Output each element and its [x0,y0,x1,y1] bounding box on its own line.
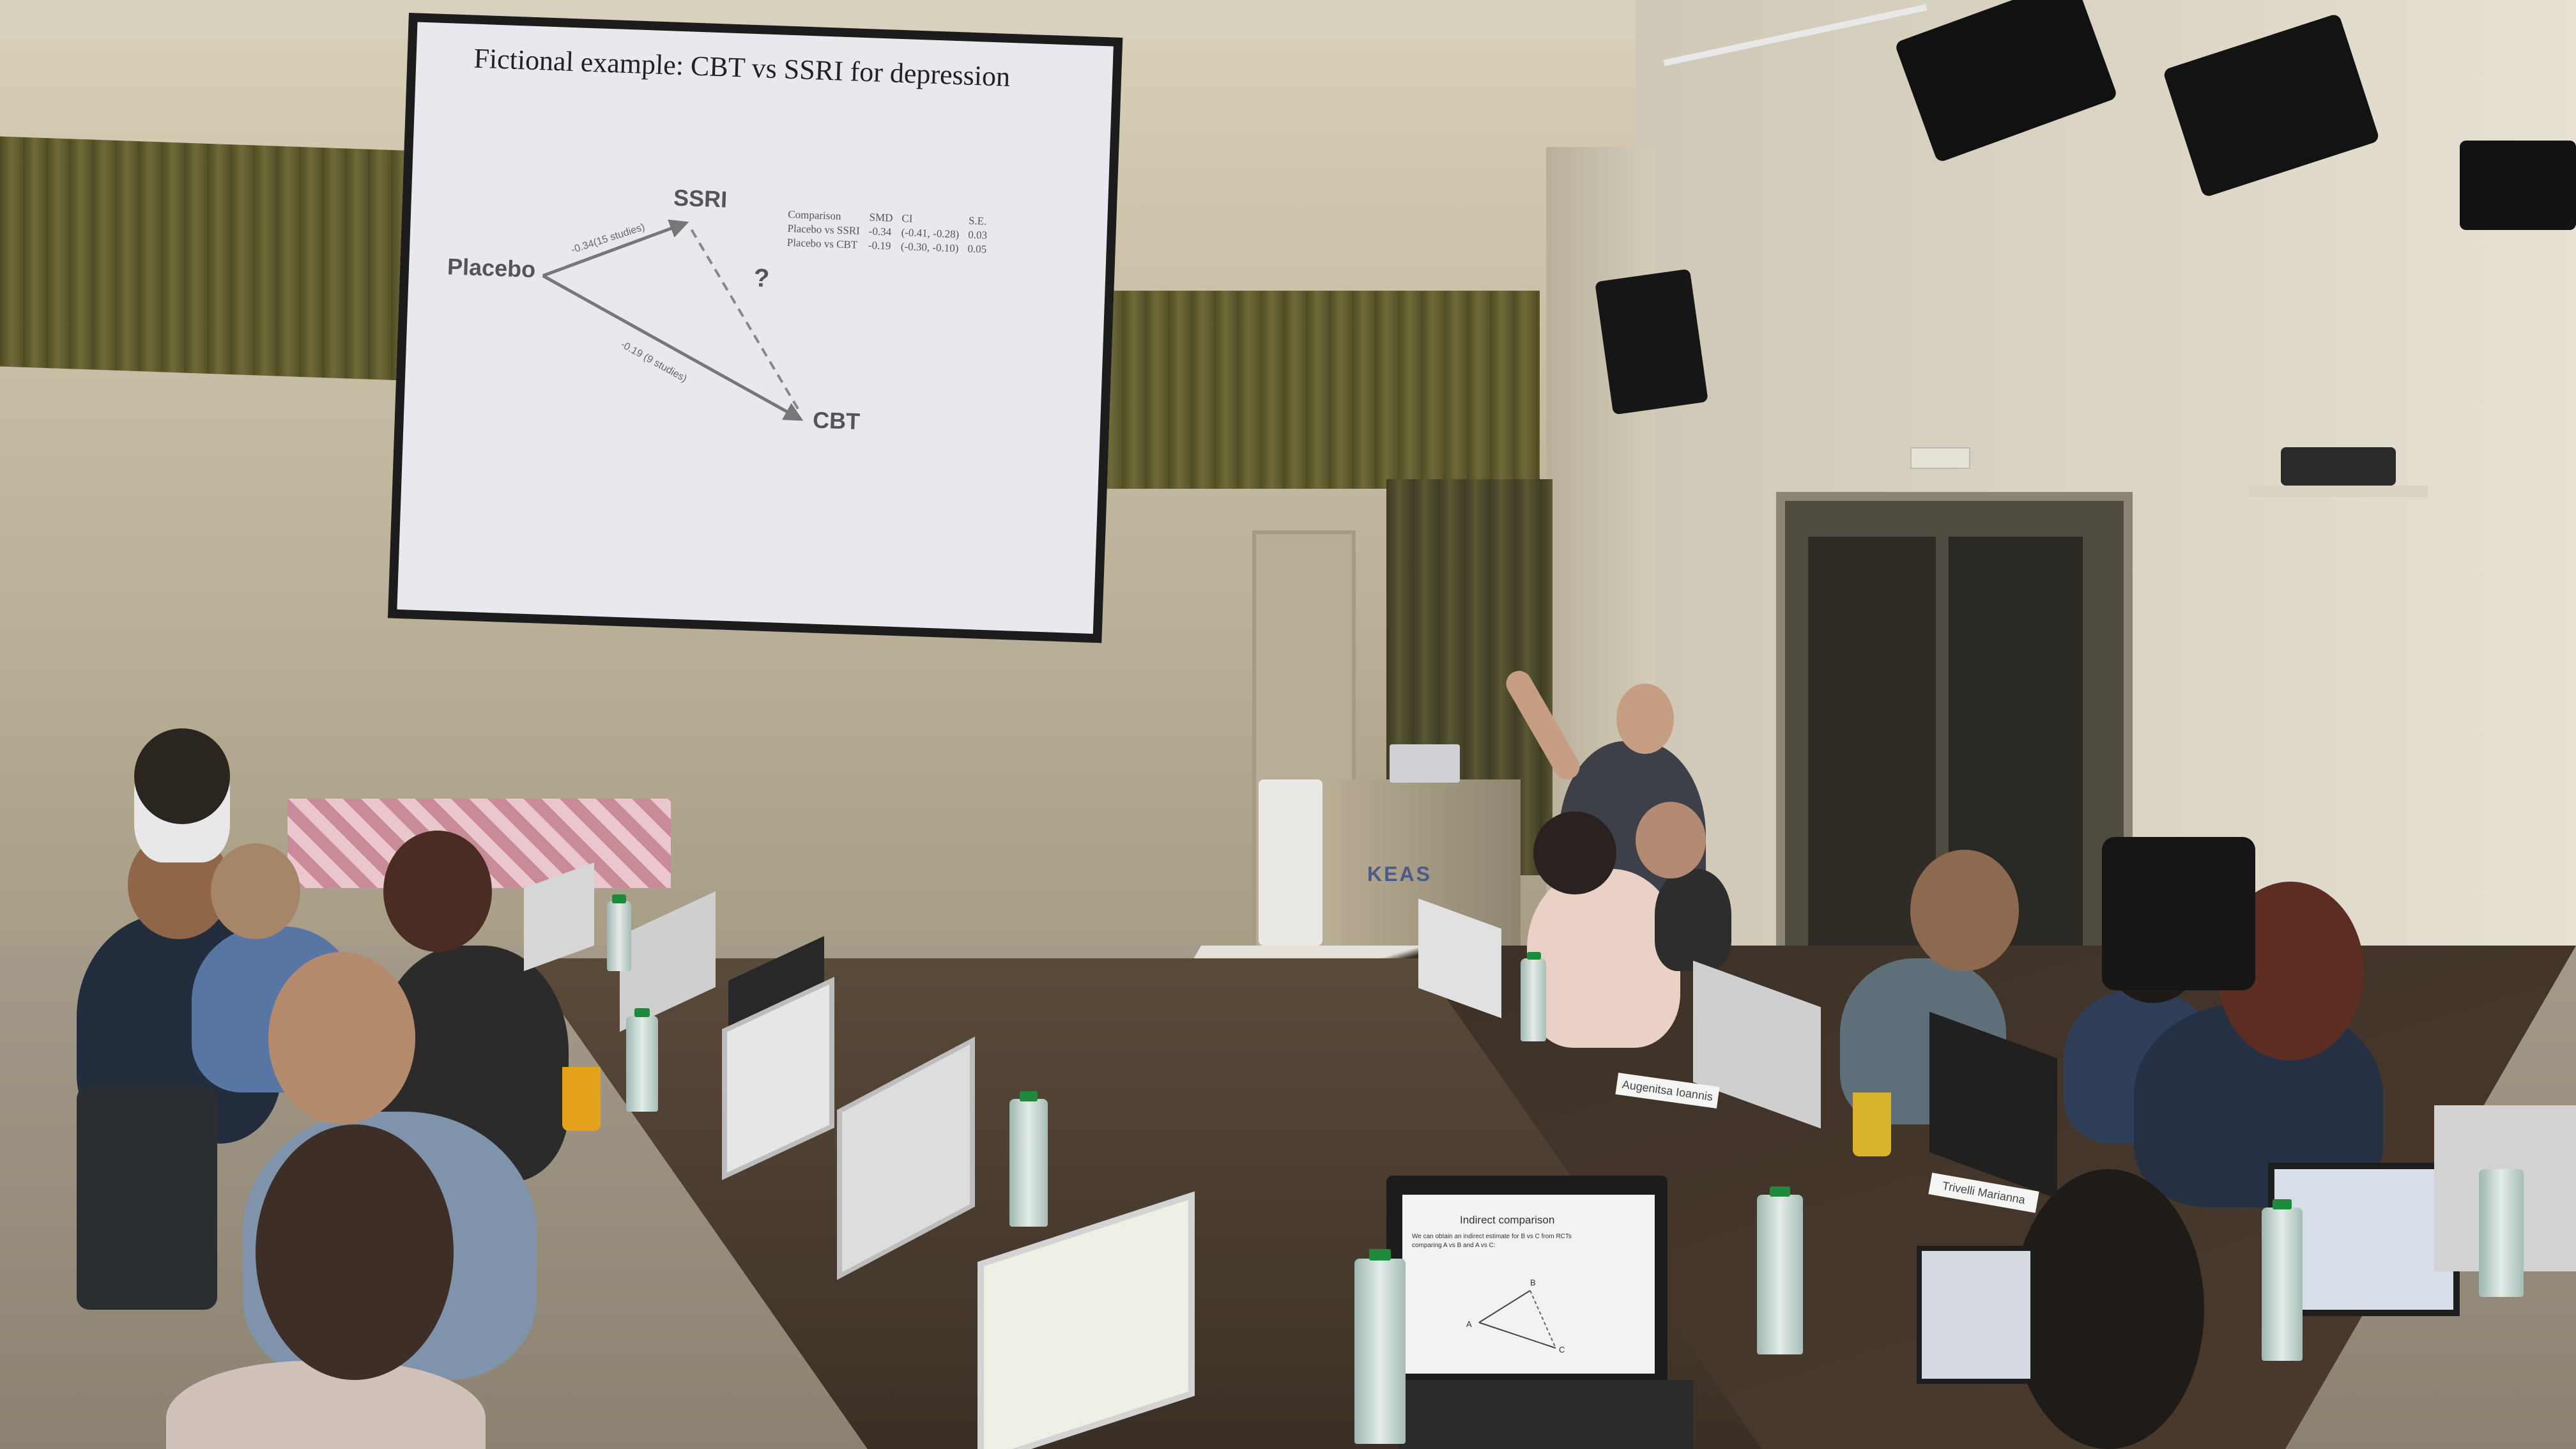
participant-head [1533,811,1616,894]
participant [1655,869,1731,971]
laptop-keyboard [1399,1380,1693,1449]
water-bottle [607,901,631,971]
water-bottle [1009,1099,1048,1227]
edge-placebo-cbt [542,274,804,421]
participant-head [268,952,415,1124]
water-bottle [2479,1169,2524,1297]
table-cell: 0.05 [967,242,987,256]
water-bottle [626,1016,658,1112]
table-cell: (-0.30, -0.10) [900,240,959,255]
chair [77,1086,217,1310]
bottle-cap [1527,952,1541,960]
exit-sign [1910,447,1970,469]
presenter-head [1616,684,1674,754]
participant-head [383,831,492,952]
water-bottle [2262,1208,2303,1361]
laptop-screen: Indirect comparison We can obtain an ind… [1402,1195,1655,1374]
participant-head [2012,1169,2204,1449]
participant-head [211,843,300,939]
table-cell: Placebo vs CBT [786,236,858,251]
node-placebo: Placebo [447,253,536,283]
juice-cup [562,1067,601,1131]
juice-cup [1853,1092,1891,1156]
table-cell: 0.03 [967,228,988,241]
bottle-cap [634,1008,650,1017]
participant [166,1361,486,1449]
laptop-node-b: B [1530,1278,1536,1287]
laptop-triangle-diagram [1478,1290,1556,1349]
bottle-cap [1369,1249,1391,1261]
table-cell: -0.34 [868,225,892,238]
podium-laptop [1390,744,1460,783]
unknown-comparison-mark: ? [753,264,770,293]
network-diagram [542,219,804,421]
water-bottle [1354,1259,1406,1444]
curtain-right [1099,291,1540,489]
table-cell: -0.19 [868,239,891,252]
wall-speaker [1595,268,1708,415]
stage-light-3 [2460,141,2576,230]
node-cbt: CBT [812,406,861,435]
participant [1527,869,1680,1048]
bottle-cap [1020,1091,1038,1101]
shelf-device [2281,447,2396,486]
laptop-screen-text: comparing A vs B and A vs C: [1412,1242,1496,1249]
bottle-cap [612,894,626,903]
projection-screen: Fictional example: CBT vs SSRI for depre… [387,13,1123,643]
laptop [1917,1246,2035,1384]
edge-ssri-cbt [690,229,802,413]
curtain-left [0,136,422,381]
laptop-screen-text: We can obtain an indirect estimate for B… [1412,1233,1572,1240]
table-header: S.E. [968,214,987,227]
chair [2102,837,2255,990]
podium-logo: KEAS [1367,862,1432,885]
participant-head [1910,850,2019,971]
participant-head [1636,802,1706,878]
water-cooler [1259,779,1322,946]
edge-placebo-ssri [542,219,689,277]
water-bottle [1757,1195,1803,1354]
wall-shelf [2249,486,2428,497]
node-ssri: SSRI [673,184,728,213]
laptop-node-a: A [1466,1319,1472,1329]
bottle-cap [1770,1186,1790,1197]
laptop-screen-heading: Indirect comparison [1460,1214,1555,1226]
bottle-cap [2273,1199,2292,1209]
comparison-table: Comparison SMD CI S.E. Placebo vs SSRI -… [786,208,997,257]
laptop-node-c: C [1559,1345,1565,1354]
table-header: SMD [869,211,893,224]
water-bottle [1521,958,1546,1041]
participant-head [256,1124,454,1380]
participant-head [134,728,230,824]
